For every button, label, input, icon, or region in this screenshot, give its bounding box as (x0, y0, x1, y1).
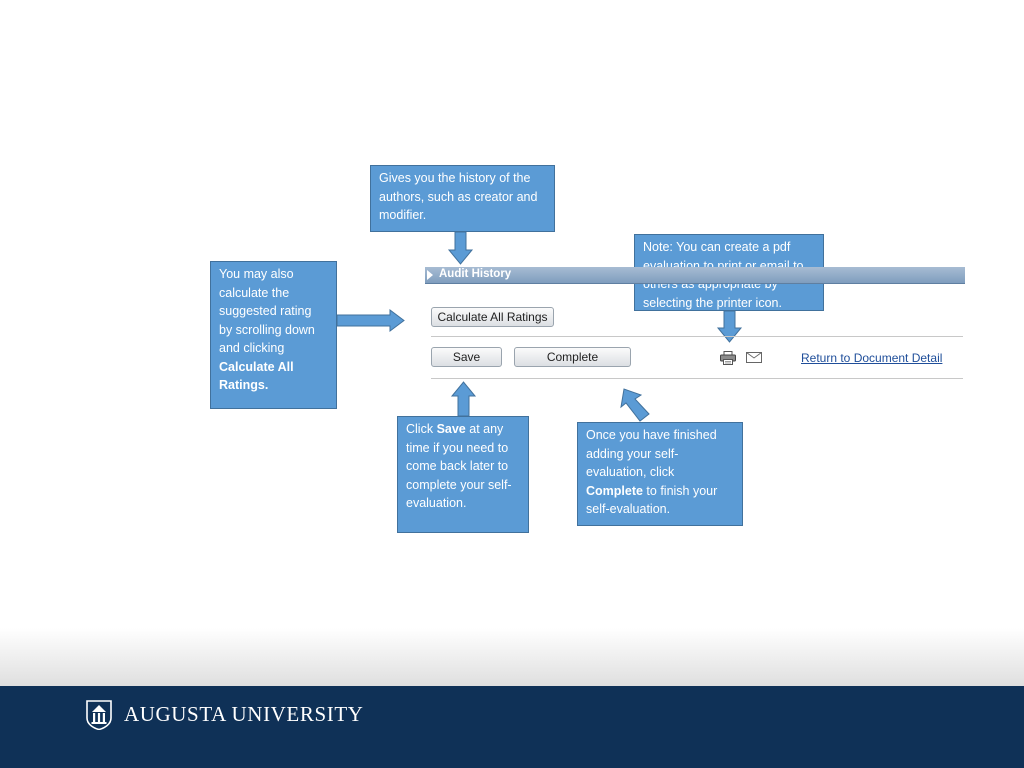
divider (431, 378, 963, 379)
callout-complete-pre: Once you have finished adding your self-… (586, 428, 717, 479)
return-to-document-detail-link[interactable]: Return to Document Detail (801, 351, 943, 365)
callout-complete: Once you have finished adding your self-… (577, 422, 743, 526)
arrow-up-save (450, 381, 477, 417)
callout-calc-bold: Calculate All Ratings. (219, 359, 294, 393)
divider (431, 336, 963, 337)
arrow-diagonal-complete (620, 388, 650, 422)
printer-icon[interactable] (720, 351, 736, 365)
footer-gradient (0, 628, 1024, 686)
callout-save-post: at any time if you need to come back lat… (406, 422, 512, 510)
arrow-down-print (716, 310, 743, 343)
callout-calculate-ratings: You may also calculate the suggested rat… (210, 261, 337, 409)
callout-save: Click Save at any time if you need to co… (397, 416, 529, 533)
callout-calc-text: You may also calculate the suggested rat… (219, 267, 315, 355)
footer-bar: AUGUSTA UNIVERSITY (0, 686, 1024, 768)
expand-arrow-icon[interactable] (427, 270, 433, 280)
augusta-university-logo-icon (86, 700, 112, 730)
callout-save-bold: Save (436, 422, 466, 436)
complete-button[interactable]: Complete (514, 347, 631, 367)
callout-audit-history: Gives you the history of the authors, su… (370, 165, 555, 232)
save-button[interactable]: Save (431, 347, 502, 367)
email-icon[interactable] (746, 352, 762, 363)
callout-audit-text: Gives you the history of the authors, su… (379, 171, 538, 222)
audit-history-title: Audit History (439, 268, 512, 280)
arrow-right-calc (336, 309, 405, 332)
audit-history-bar[interactable]: Audit History (425, 267, 965, 284)
arrow-down-audit (447, 231, 474, 265)
brand-name: AUGUSTA UNIVERSITY (124, 702, 364, 726)
callout-complete-post: to finish your self-evaluation. (586, 483, 718, 517)
calculate-all-ratings-button[interactable]: Calculate All Ratings (431, 307, 554, 327)
callout-complete-bold: Complete (586, 483, 643, 498)
callout-save-pre: Click (406, 422, 437, 436)
